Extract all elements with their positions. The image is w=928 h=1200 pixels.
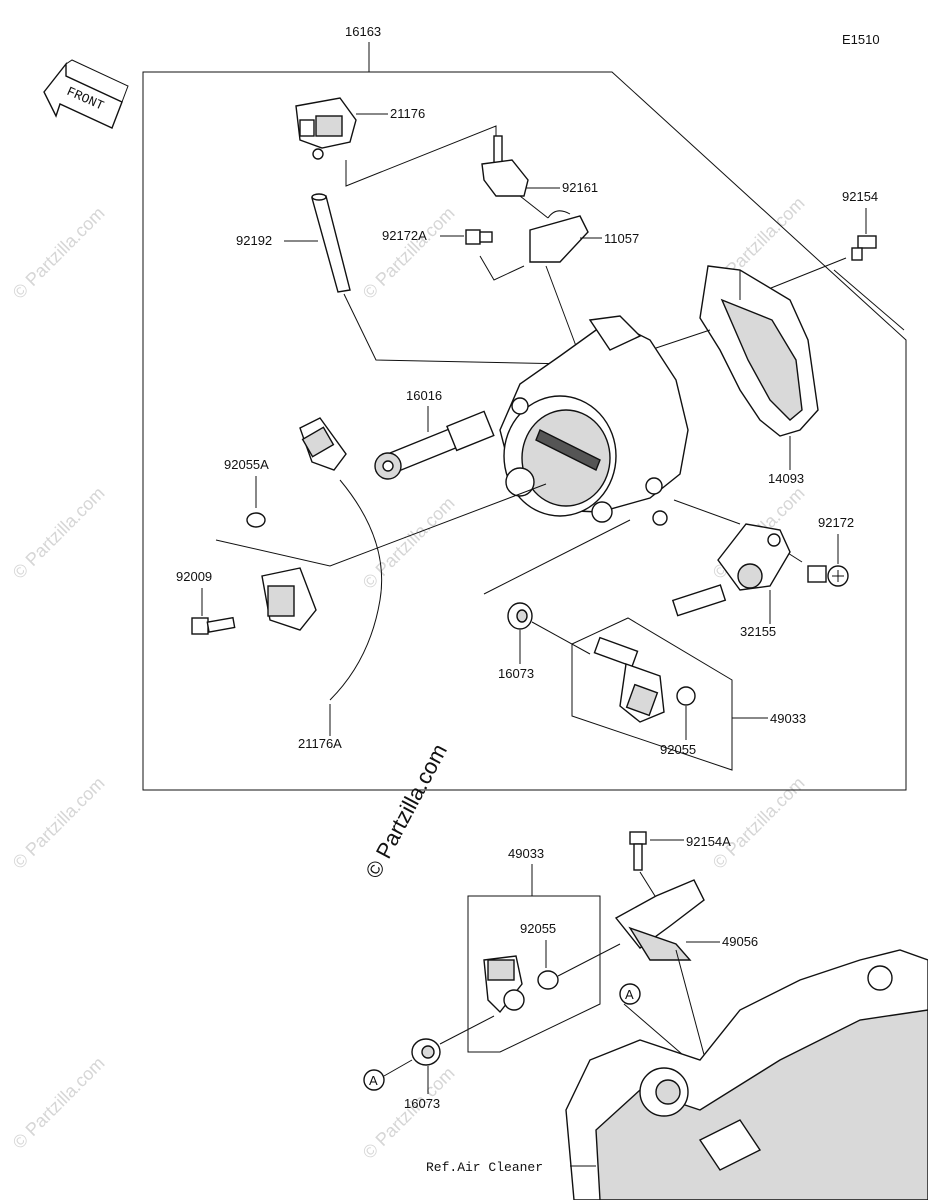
part-label-11057: 11057 — [604, 231, 639, 246]
lower-label-92055: 92055 — [520, 921, 556, 936]
injector-49033 — [593, 636, 665, 723]
ref-label-a: A — [369, 1073, 378, 1088]
lower-screw-92154a — [629, 831, 647, 871]
ref-label-a: A — [625, 987, 634, 1002]
watermark: © Partzilla.com — [709, 773, 809, 873]
injector-holder-32155 — [671, 523, 791, 617]
assembly-label: 16163 — [345, 24, 381, 39]
part-label-92055a: 92055A — [224, 457, 269, 472]
part-label-16073: 16073 — [498, 666, 534, 681]
o-ring-92055a — [246, 512, 266, 528]
diagram-code: E1510 — [842, 32, 880, 47]
ref-note: Ref.Air Cleaner — [426, 1160, 543, 1175]
vacuum-hose — [311, 193, 351, 293]
part-label-92154: 92154 — [842, 189, 878, 204]
lower-washer-16073 — [411, 1038, 441, 1066]
watermark: © Partzilla.com — [359, 203, 459, 303]
fuel-pipe-49056 — [614, 879, 705, 961]
watermark: © Partzilla.com — [9, 1053, 109, 1153]
throttle-body — [499, 315, 689, 526]
lower-label-49033: 49033 — [508, 846, 544, 861]
front-arrow-icon: FRONT — [43, 59, 129, 129]
intake-boot-14093 — [699, 265, 819, 437]
clamp-11057 — [529, 210, 589, 263]
lower-o-ring-92055 — [537, 970, 559, 990]
part-label-32155: 32155 — [740, 624, 776, 639]
idle-adjuster-16016 — [374, 410, 495, 480]
part-label-21176: 21176 — [390, 106, 425, 121]
bolt-92161 — [481, 135, 529, 197]
part-label-14093: 14093 — [768, 471, 804, 486]
screw-92009 — [191, 616, 236, 635]
map-sensor — [295, 97, 357, 160]
lower-label-16073: 16073 — [404, 1096, 440, 1111]
ref-marker-a-right: A — [619, 983, 713, 1081]
washer-16073 — [507, 602, 533, 630]
lower-injector — [483, 955, 525, 1014]
part-label-21176a: 21176A — [298, 736, 342, 751]
watermark: © Partzilla.com — [9, 203, 109, 303]
part-label-49033: 49033 — [770, 711, 806, 726]
screw-92154 — [851, 235, 877, 261]
watermark: © Partzilla.com — [9, 773, 109, 873]
screw-92172 — [807, 565, 849, 587]
assembly-frame — [142, 71, 907, 791]
watermark-grid: © Partzilla.com © Partzilla.com © Partzi… — [9, 193, 809, 1163]
part-label-16016: 16016 — [406, 388, 442, 403]
part-label-92055: 92055 — [660, 742, 696, 757]
part-label-92172: 92172 — [818, 515, 854, 530]
watermark: © Partzilla.com — [9, 483, 109, 583]
part-label-92192: 92192 — [236, 233, 272, 248]
tps-harness-21176a — [261, 417, 383, 701]
air-cleaner-housing — [565, 949, 928, 1200]
screw-92172a — [465, 229, 493, 245]
watermark-main: © Partzilla.com — [360, 740, 452, 883]
part-label-92161: 92161 — [562, 180, 598, 195]
o-ring-92055 — [676, 686, 696, 706]
lower-label-49056: 49056 — [722, 934, 758, 949]
part-label-92172a: 92172A — [382, 228, 427, 243]
ref-marker-a-left: A — [363, 1059, 413, 1091]
part-label-92009: 92009 — [176, 569, 212, 584]
watermark: © Partzilla.com — [359, 493, 459, 593]
lower-label-92154a: 92154A — [686, 834, 731, 849]
